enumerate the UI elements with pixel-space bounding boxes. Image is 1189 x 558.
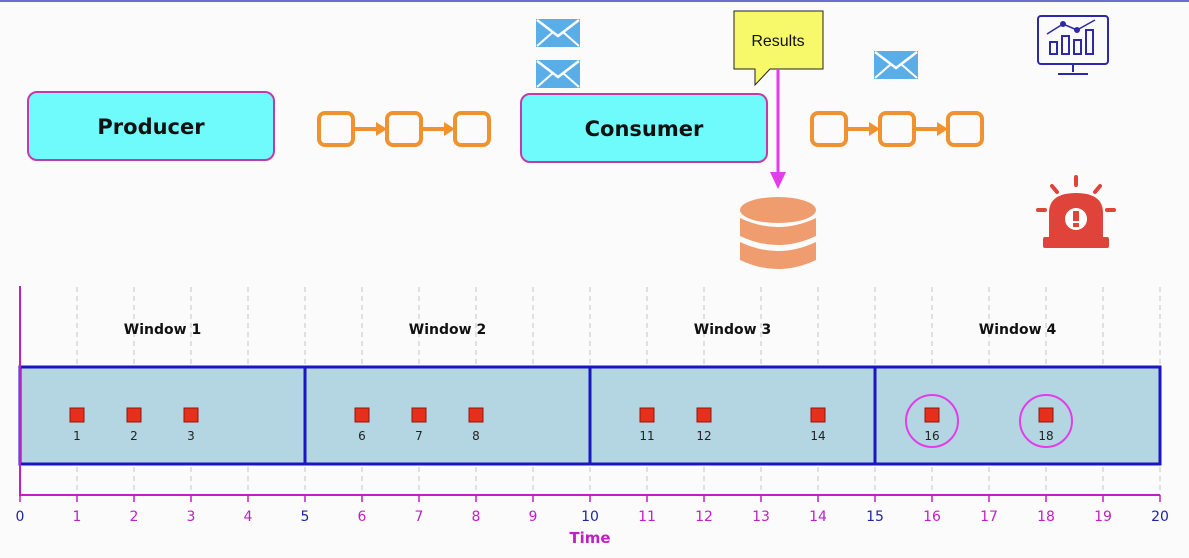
x-tick-label: 6 [358,509,367,525]
x-tick-label: 13 [752,509,770,525]
x-tick-label: 11 [638,509,656,525]
x-tick-label: 20 [1151,509,1169,525]
window-label: Window 3 [694,322,771,338]
event-label: 6 [358,429,366,443]
x-tick-label: 8 [472,509,481,525]
x-tick-label: 2 [130,509,139,525]
event-label: 8 [472,429,480,443]
x-tick-label: 12 [695,509,713,525]
database-icon [740,197,816,269]
alarm-siren-icon [1036,175,1116,248]
x-tick-label: 9 [529,509,538,525]
top-border [0,0,1189,2]
event-label: 2 [130,429,138,443]
event-marker [924,407,940,423]
event-label: 11 [639,429,654,443]
window-label: Window 1 [124,322,201,338]
queue-chain-icon [810,111,984,147]
event-highlight-circle [905,394,959,448]
x-tick-label: 19 [1094,509,1112,525]
event-label: 1 [73,429,81,443]
event-label: 12 [696,429,711,443]
x-tick-label: 0 [16,509,25,525]
envelope-icon [534,17,582,49]
consumer-label: Consumer [585,117,704,141]
monitor-chart-icon [1037,15,1109,75]
x-tick-label: 10 [581,509,599,525]
event-marker [468,407,484,423]
event-highlight-circle [1019,394,1073,448]
envelope-icon [872,49,920,81]
window-rect [18,365,307,466]
event-label: 16 [924,429,939,443]
chart-windows: Window 1 Window 2 Window 3 Window 4 [18,322,1162,466]
event-label: 14 [810,429,825,443]
event-label: 3 [187,429,195,443]
x-axis-title: Time [569,529,610,547]
producer-label: Producer [97,115,205,139]
x-tick-label: 16 [923,509,941,525]
x-tick-label: 5 [301,509,310,525]
event-label: 7 [415,429,423,443]
event-marker [354,407,370,423]
x-tick-label: 1 [73,509,82,525]
consumer-box: Consumer [520,93,768,163]
window-label: Window 4 [979,322,1057,338]
producer-box: Producer [27,91,275,161]
event-marker [639,407,655,423]
queue-chain-icon [317,111,491,147]
event-label: 18 [1038,429,1053,443]
envelope-icon [534,58,582,90]
window-label: Window 2 [409,322,486,338]
window-rect [588,365,877,466]
x-tick-label: 3 [187,509,196,525]
results-callout: Results [733,10,824,87]
x-tick-label: 18 [1037,509,1055,525]
event-marker [126,407,142,423]
event-marker [69,407,85,423]
x-tick-label: 7 [415,509,424,525]
event-marker [183,407,199,423]
results-arrow [770,69,786,189]
x-tick-label: 14 [809,509,827,525]
window-rect [873,365,1162,466]
x-tick-label: 17 [980,509,998,525]
event-marker [1038,407,1054,423]
x-tick-label: 15 [866,509,884,525]
window-rect [303,365,592,466]
event-marker [696,407,712,423]
event-marker [411,407,427,423]
x-tick-label: 4 [244,509,253,525]
event-marker [810,407,826,423]
results-label: Results [751,33,804,50]
